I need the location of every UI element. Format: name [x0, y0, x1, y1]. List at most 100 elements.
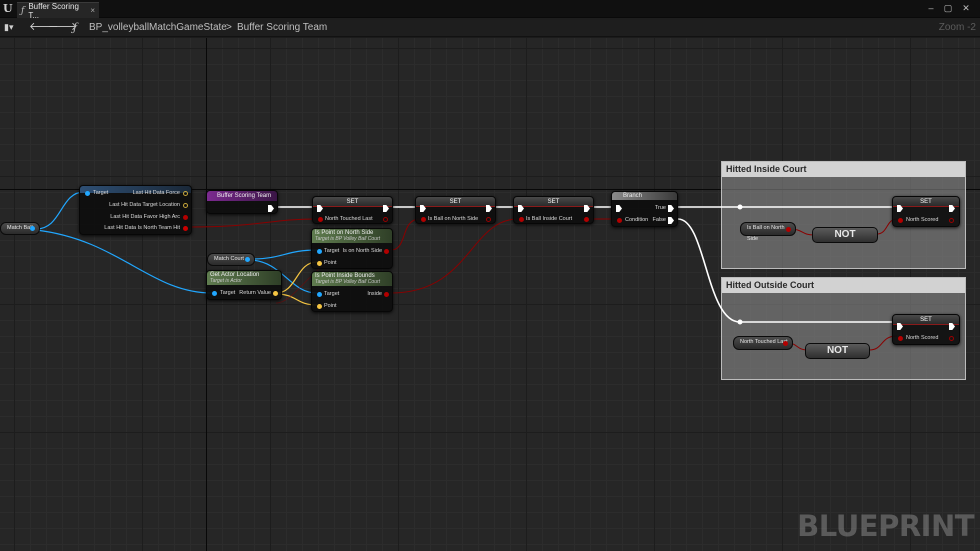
pin-label: Inside — [367, 291, 382, 297]
exec-wire — [677, 218, 893, 323]
bool-wire — [189, 218, 318, 228]
close-window-button[interactable]: ✕ — [962, 3, 970, 13]
node-subtitle: Target is Actor — [210, 278, 242, 284]
exec-in-pin[interactable] — [897, 323, 903, 330]
exec-in-pin[interactable] — [518, 205, 524, 212]
exec-out-pin[interactable] — [383, 205, 389, 212]
pin-label: North Scored — [906, 217, 939, 223]
pin-label: Is Ball Inside Court — [526, 216, 573, 222]
minimize-button[interactable]: – — [928, 3, 934, 13]
target-pin[interactable] — [212, 291, 217, 296]
maximize-button[interactable]: ▢ — [943, 3, 953, 13]
node-header — [80, 186, 191, 193]
set-is-ball-on-north-side-node[interactable]: SET Is Ball on North Side — [415, 196, 496, 224]
exec-out-pin[interactable] — [949, 323, 955, 330]
output-pin[interactable] — [30, 226, 35, 231]
node-title: NOT — [826, 345, 849, 356]
output-pin[interactable] — [384, 249, 389, 254]
pin-label: False — [652, 217, 666, 223]
input-pin[interactable] — [519, 217, 524, 222]
exec-true-pin[interactable] — [668, 205, 674, 212]
pin-label: Target — [220, 290, 236, 296]
node-title: Get Actor Location — [210, 272, 260, 278]
arrow-left-icon[interactable]: 🡐 — [29, 21, 59, 33]
breadcrumb-blueprint[interactable]: BP_volleyballMatchGameState — [89, 22, 227, 33]
comment-title[interactable]: Hitted Outside Court — [722, 278, 965, 293]
input-pin[interactable] — [421, 217, 426, 222]
output-pin[interactable] — [584, 217, 589, 222]
match-ball-variable-node[interactable]: Match Ball — [0, 222, 40, 235]
set-north-scored-outside-node[interactable]: SET North Scored — [892, 314, 960, 345]
input-pin[interactable] — [318, 217, 323, 222]
output-pin[interactable] — [949, 336, 954, 341]
pin-label: Last Hit Data Is North Team Hit — [104, 225, 180, 231]
exec-out-pin[interactable] — [486, 205, 492, 212]
not-node-outside[interactable]: NOT — [805, 343, 870, 359]
north-touched-last-getter-node[interactable]: North Touched Last — [733, 336, 793, 350]
pin-label: Return Value — [239, 290, 271, 296]
object-wire — [35, 229, 213, 294]
return-value-pin[interactable] — [273, 291, 278, 296]
exec-in-pin[interactable] — [317, 205, 323, 212]
node-title: SET — [893, 315, 959, 325]
not-node-inside[interactable]: NOT — [812, 227, 878, 243]
point-pin[interactable] — [317, 304, 322, 309]
pin-label: Target — [324, 248, 340, 254]
output-pin[interactable] — [183, 191, 188, 196]
is-ball-on-north-side-getter-node[interactable]: Is Ball on North Side — [740, 222, 796, 242]
input-pin[interactable] — [898, 336, 903, 341]
output-pin[interactable] — [486, 217, 491, 222]
output-pin[interactable] — [384, 292, 389, 297]
break-hit-data-node[interactable]: Target Last Hit Data Force Last Hit Data… — [79, 185, 192, 235]
exec-in-pin[interactable] — [420, 205, 426, 212]
function-entry-node[interactable]: Buffer Scoring Team — [206, 190, 278, 214]
tab-buffer-scoring-team[interactable]: ƒ Buffer Scoring T... × — [17, 2, 99, 20]
exec-in-pin[interactable] — [897, 205, 903, 212]
unreal-logo-icon: U — [3, 2, 13, 15]
condition-pin[interactable] — [617, 218, 622, 223]
pin-label: True — [654, 205, 666, 211]
exec-false-pin[interactable] — [668, 217, 674, 224]
target-pin[interactable] — [317, 249, 322, 254]
output-pin[interactable] — [949, 218, 954, 223]
get-actor-location-node[interactable]: Get Actor Location Target is Actor Targe… — [206, 270, 282, 300]
output-pin[interactable] — [383, 217, 388, 222]
comment-title[interactable]: Hitted Inside Court — [722, 162, 965, 177]
target-pin[interactable] — [85, 191, 90, 196]
arrow-right-icon[interactable]: 🡒 — [48, 21, 78, 33]
point-pin[interactable] — [317, 261, 322, 266]
blueprint-menu-icon[interactable]: ▮▾ — [4, 22, 14, 32]
pin-label: North Scored — [906, 335, 939, 341]
object-wire — [35, 191, 85, 230]
blueprint-watermark: BLUEPRINT — [797, 509, 974, 543]
output-pin[interactable] — [783, 341, 788, 346]
exec-out-pin[interactable] — [268, 205, 274, 212]
pin-label: Target — [324, 291, 340, 297]
node-title: NOT — [834, 229, 856, 240]
function-icon: ƒ — [21, 5, 25, 16]
is-point-inside-bounds-node[interactable]: Is Point Inside Bounds Target is BP Voll… — [311, 271, 393, 312]
match-court-variable-node[interactable]: Match Court — [207, 253, 255, 266]
branch-node[interactable]: Branch True Condition False — [611, 191, 678, 227]
input-pin[interactable] — [898, 218, 903, 223]
is-point-on-north-side-node[interactable]: Is Point on North Side Target is BP Voll… — [311, 228, 393, 269]
output-pin[interactable] — [786, 227, 791, 232]
node-subtitle: Target is BP Volley Ball Court — [315, 236, 381, 242]
target-pin[interactable] — [317, 292, 322, 297]
output-pin[interactable] — [245, 257, 250, 262]
set-north-touched-last-node[interactable]: SET North Touched Last — [312, 196, 393, 224]
output-pin[interactable] — [183, 203, 188, 208]
exec-out-pin[interactable] — [584, 205, 590, 212]
set-north-scored-inside-node[interactable]: SET North Scored — [892, 196, 960, 227]
breadcrumb-function[interactable]: Buffer Scoring Team — [237, 22, 328, 33]
tab-close-icon[interactable]: × — [90, 6, 95, 15]
object-wire — [250, 259, 318, 294]
node-title: Is Point Inside Bounds — [315, 273, 375, 279]
set-is-ball-inside-court-node[interactable]: SET Is Ball Inside Court — [513, 196, 594, 224]
output-pin[interactable] — [183, 215, 188, 220]
exec-in-pin[interactable] — [616, 205, 622, 212]
pin-label: Is on North Side — [342, 248, 382, 254]
output-pin[interactable] — [183, 226, 188, 231]
exec-out-pin[interactable] — [949, 205, 955, 212]
